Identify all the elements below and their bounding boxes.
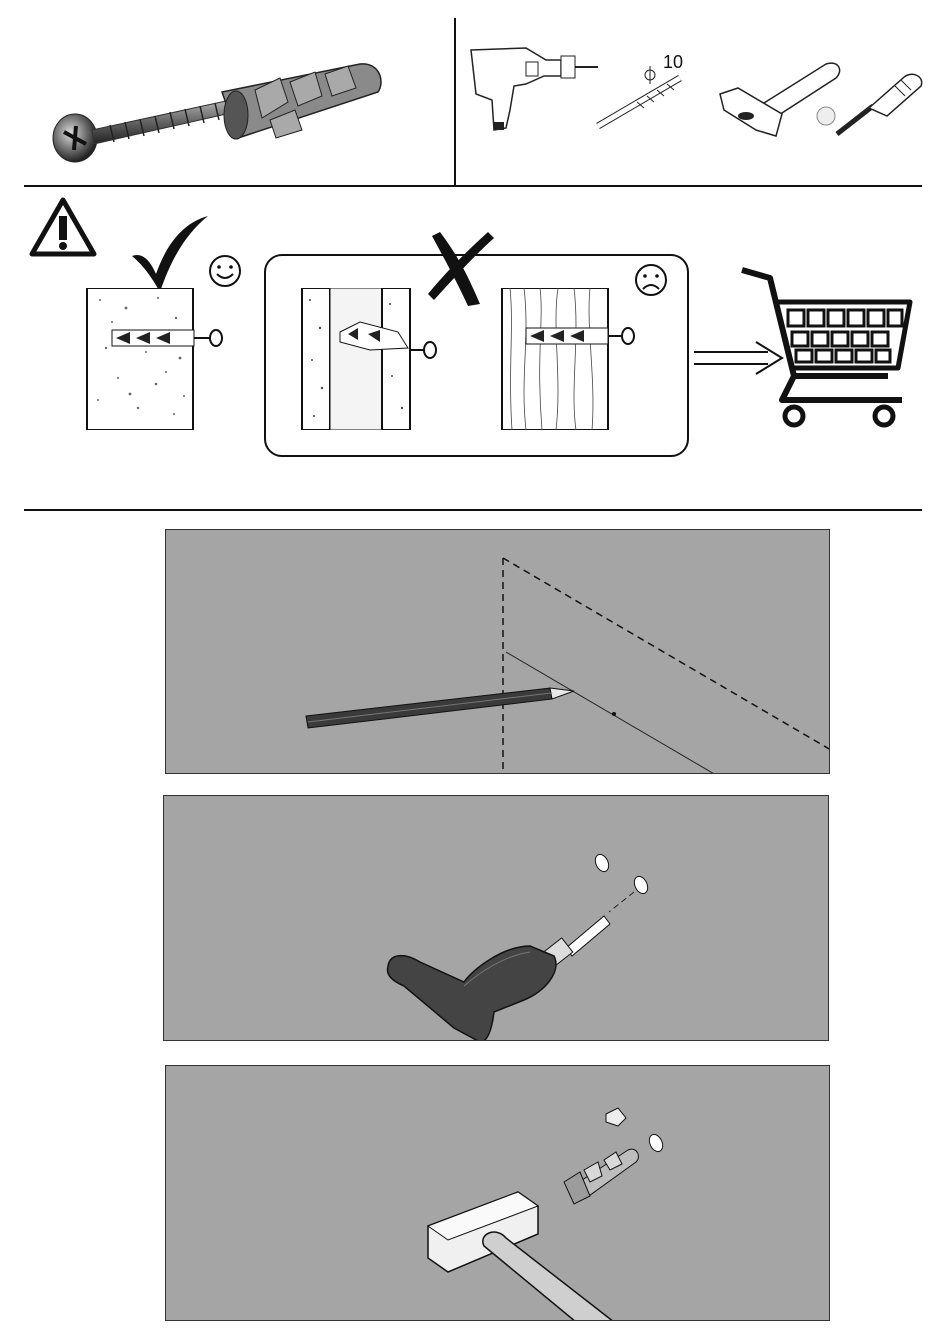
wall-hollow (300, 288, 450, 430)
screwdriver-icon (833, 64, 933, 144)
screw-anchor-icon (40, 60, 390, 170)
warning-icon (28, 196, 98, 260)
step-panel-insert (165, 1065, 830, 1321)
hammer-icon (716, 58, 846, 148)
shopping-cart-icon[interactable] (738, 264, 914, 430)
wall-concrete (86, 288, 236, 430)
top-divider (454, 18, 456, 186)
step-panel-drill (163, 795, 829, 1041)
section-divider-top (24, 185, 922, 187)
hammer-icon-large (428, 1192, 614, 1321)
wall-anchor-icon (564, 1149, 638, 1204)
wall-wood (500, 288, 650, 430)
drill-icon (466, 40, 601, 135)
smiley-icon (207, 253, 243, 289)
drill-bit-diameter: 10 (663, 52, 683, 73)
step-panel-mark (165, 529, 830, 774)
drill-icon-large (388, 916, 610, 1041)
pencil-icon (306, 688, 574, 728)
checkmark-icon (128, 212, 212, 294)
section-divider-bottom (24, 509, 922, 511)
